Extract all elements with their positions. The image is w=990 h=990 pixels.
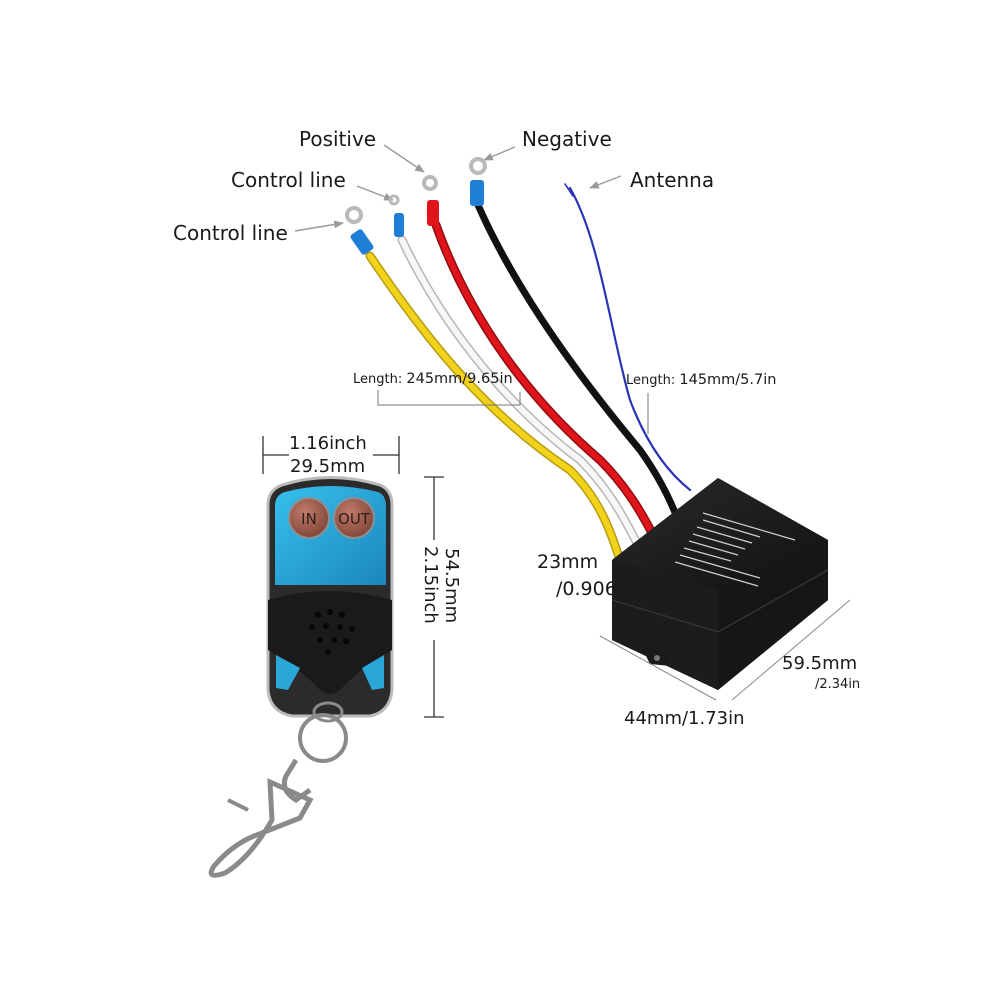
arrow-control-1 (356, 185, 394, 201)
button-in (288, 497, 330, 539)
label-negative: Negative (522, 127, 612, 151)
wires (365, 183, 692, 565)
arrow-positive (383, 144, 425, 173)
arrow-negative (483, 146, 516, 161)
label-antenna: Antenna (630, 168, 715, 192)
label-control-line-2: Control line (231, 168, 346, 192)
remote-width-mm: 29.5mm (290, 456, 366, 477)
length-antenna-value: 145mm/5.7in (679, 372, 777, 388)
receiver-length-mm: 59.5mm (782, 653, 858, 674)
receiver-width: 44mm/1.73in (624, 708, 745, 729)
button-out-label: OUT (338, 510, 371, 528)
receiver-height-mm: 23mm (537, 551, 599, 573)
label-control-line-1: Control line (173, 221, 288, 245)
button-out (333, 497, 375, 539)
length-antenna: Length: 145mm/5.7in (626, 372, 776, 388)
length-brackets (377, 390, 649, 434)
arrow-antenna (589, 175, 622, 189)
receiver-height-inch: /0.906in (556, 578, 635, 600)
terminal-control-2 (388, 194, 404, 237)
pointer-arrows (294, 144, 622, 232)
length-main: Length: 245mm/9.65in (353, 371, 513, 387)
length-antenna-prefix: Length: (626, 373, 676, 388)
length-main-value: 245mm/9.65in (406, 371, 513, 387)
arrow-control-2 (294, 220, 344, 232)
length-main-prefix: Length: (353, 372, 403, 387)
receiver-box (611, 478, 829, 690)
remote-fob: IN OUT (208, 436, 444, 878)
terminals (345, 157, 487, 255)
terminal-negative (469, 157, 487, 206)
receiver-length-inch: /2.34in (815, 677, 861, 692)
keyring (208, 701, 348, 878)
remote-width-dimension (262, 436, 400, 474)
terminal-control-1 (345, 206, 374, 255)
button-in-label: IN (301, 510, 317, 528)
terminal-positive (422, 175, 439, 226)
remote-height-dimension (424, 476, 444, 718)
antenna-wire (568, 186, 692, 492)
black-wire (474, 201, 680, 519)
remote-height-inch: 2.15inch (420, 546, 441, 624)
remote-width-inch: 1.16inch (289, 433, 367, 454)
receiver-dimensions (599, 599, 851, 701)
label-positive: Positive (299, 127, 377, 151)
remote-height-mm: 54.5mm (441, 548, 462, 624)
